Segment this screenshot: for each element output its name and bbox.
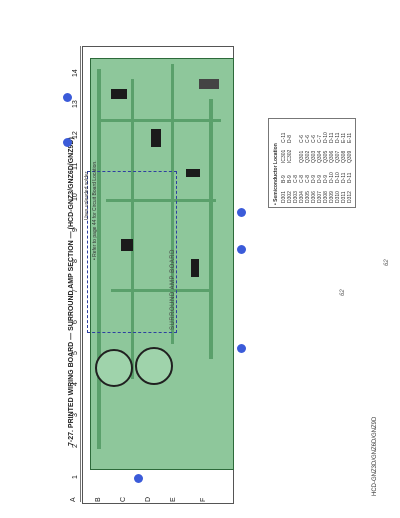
pcb-trace <box>131 79 134 379</box>
grid-number: 11 <box>72 162 79 170</box>
table-cell: Q309 <box>347 150 353 163</box>
grid-number: 3 <box>72 412 79 417</box>
ic-chip <box>191 259 199 277</box>
pcb-trace <box>106 199 216 202</box>
grid-number: 7 <box>72 289 79 294</box>
grid-letter-column <box>66 46 81 502</box>
connection-callout <box>63 138 72 147</box>
table-title: • Semiconductor Location <box>273 143 279 205</box>
ic-chip <box>111 89 127 99</box>
note-board-location: • Refer to page 44 for Circuit Board Loc… <box>92 160 98 260</box>
page-number: 62 <box>384 259 390 266</box>
table-cell: D-11 <box>347 172 353 183</box>
pcb-trace <box>101 119 221 122</box>
pcb-trace <box>209 99 213 359</box>
grid-number: 12 <box>72 131 79 140</box>
grid-number: 5 <box>72 351 79 356</box>
ic-dashed-outline <box>87 171 177 333</box>
table-cell: E-11 <box>347 132 353 143</box>
grid-number: 14 <box>72 69 79 78</box>
pcb-trace <box>171 64 174 344</box>
connection-callout <box>237 245 246 254</box>
table-cell: D312 <box>347 191 353 203</box>
ic-chip <box>186 169 200 177</box>
connection-callout <box>237 344 246 353</box>
ic-chip <box>121 239 133 251</box>
connection-callout <box>63 93 72 102</box>
grid-number: 10 <box>72 193 79 201</box>
grid-number: 9 <box>72 227 79 232</box>
grid-number: 8 <box>72 258 79 263</box>
note-solder: Uses unleaded solder. <box>84 170 90 220</box>
connection-callout <box>134 474 143 483</box>
model-name-side: HCD-GNZ3D/GNZ6D/GNZ9D <box>372 416 378 496</box>
grid-letter-A: A <box>70 497 77 502</box>
electrolytic-capacitor <box>135 347 173 385</box>
table-cell: D-8 <box>287 134 293 143</box>
grid-number: 6 <box>72 320 79 325</box>
grid-number: 1 <box>72 474 79 479</box>
board-label: SURROUND AMP BOARD <box>170 249 176 330</box>
pcb-board <box>87 58 234 470</box>
table-cell: IC302 <box>287 149 293 163</box>
electrolytic-capacitor <box>95 349 133 387</box>
ic-chip <box>151 129 161 147</box>
connector-block <box>199 79 219 89</box>
pcb-trace <box>111 289 211 292</box>
connection-callout <box>237 208 246 217</box>
grid-number: 2 <box>72 443 79 448</box>
page-number-secondary: 62 <box>340 289 346 296</box>
pcb-trace <box>97 69 101 449</box>
grid-number: 13 <box>72 100 79 109</box>
grid-number: 4 <box>72 382 79 386</box>
